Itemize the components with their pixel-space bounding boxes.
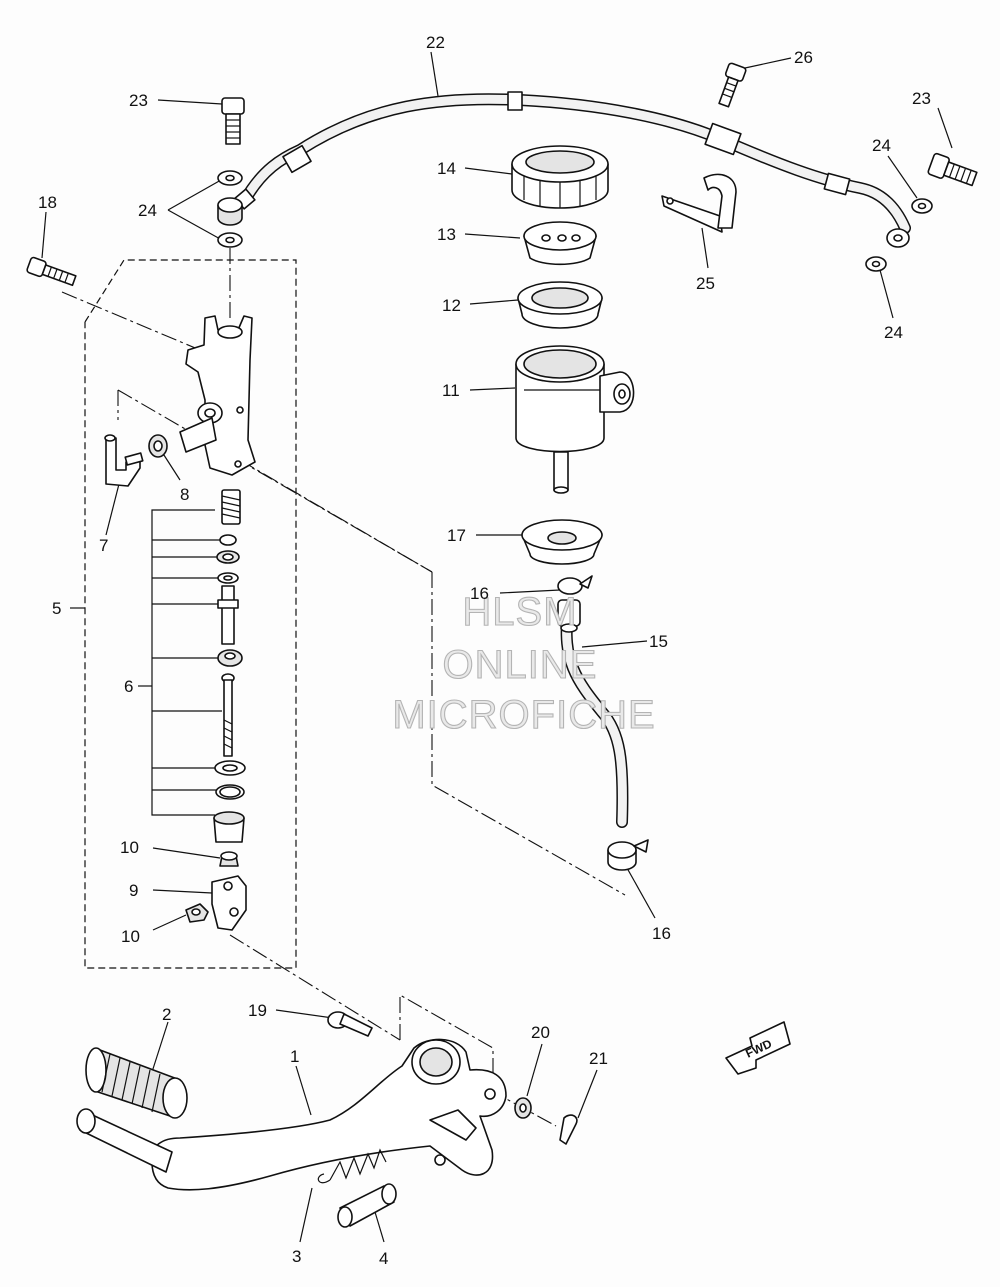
callout-10a: 10 xyxy=(120,838,139,857)
callout-24b: 24 xyxy=(872,136,891,155)
callout-labels: 1 2 3 4 5 6 7 8 9 10 10 11 12 13 14 15 1… xyxy=(38,33,931,1268)
watermark-line-3: MICROFICHE xyxy=(392,693,655,737)
callout-17: 17 xyxy=(447,526,466,545)
reservoir-tank xyxy=(515,345,635,494)
callout-25: 25 xyxy=(696,274,715,293)
callout-9: 9 xyxy=(129,881,138,900)
callout-13: 13 xyxy=(437,225,456,244)
assembly-outline xyxy=(84,259,297,969)
brake-pedal xyxy=(76,1038,507,1191)
callout-6: 6 xyxy=(124,677,133,696)
hose-clip-lower xyxy=(607,839,649,871)
callout-20: 20 xyxy=(531,1023,550,1042)
callout-23b: 23 xyxy=(912,89,931,108)
callout-23a: 23 xyxy=(129,91,148,110)
callout-7: 7 xyxy=(99,536,108,555)
callout-16a: 16 xyxy=(470,584,489,603)
watermark-line-2: ONLINE xyxy=(443,643,598,687)
callout-16b: 16 xyxy=(652,924,671,943)
callout-18: 18 xyxy=(38,193,57,212)
callout-26: 26 xyxy=(794,48,813,67)
callout-15: 15 xyxy=(649,632,668,651)
callout-3: 3 xyxy=(292,1247,301,1266)
union-bolt-left xyxy=(221,97,245,145)
callout-22: 22 xyxy=(426,33,445,52)
callout-10b: 10 xyxy=(121,927,140,946)
mounting-bolt xyxy=(26,256,77,287)
callout-5: 5 xyxy=(52,599,61,618)
hose-guide xyxy=(661,173,737,233)
cotter-pin xyxy=(559,1114,578,1145)
callout-11: 11 xyxy=(442,381,460,400)
master-cylinder-kit xyxy=(213,489,246,843)
hose-guide-bolt xyxy=(718,62,747,108)
brake-hose xyxy=(234,91,911,234)
watermark-line-1: HLSM xyxy=(462,590,577,634)
callout-1: 1 xyxy=(290,1047,299,1066)
master-cylinder-body xyxy=(179,315,256,476)
clevis xyxy=(211,875,247,931)
callout-2: 2 xyxy=(162,1005,171,1024)
forward-arrow-icon: FWD xyxy=(725,1021,791,1075)
callout-21: 21 xyxy=(589,1049,608,1068)
hose-joint xyxy=(104,434,144,487)
pedal-rubber xyxy=(85,1047,188,1119)
nut-upper xyxy=(219,851,239,867)
plain-washer xyxy=(514,1097,532,1119)
diaphragm-plate xyxy=(523,221,597,266)
pivot-collar xyxy=(337,1183,397,1228)
assembly-center-lines xyxy=(61,248,626,1127)
callout-24a: 24 xyxy=(138,201,157,220)
leader-lines xyxy=(41,51,953,1243)
callout-12: 12 xyxy=(442,296,461,315)
o-ring xyxy=(148,434,168,458)
reservoir-diaphragm xyxy=(517,281,603,329)
hose-clip-upper xyxy=(557,575,593,595)
union-bolt-right xyxy=(927,152,978,187)
callout-14: 14 xyxy=(437,159,456,178)
reservoir-cap xyxy=(511,145,609,209)
callout-24c: 24 xyxy=(884,323,903,342)
reservoir-hose xyxy=(557,599,629,828)
copper-washers xyxy=(217,170,933,272)
return-spring xyxy=(317,1148,387,1184)
kit-bracket xyxy=(138,509,222,816)
callout-8: 8 xyxy=(180,485,189,504)
nut-lower xyxy=(185,903,209,923)
callout-19: 19 xyxy=(248,1001,267,1020)
clevis-pin xyxy=(327,1011,373,1037)
callout-4: 4 xyxy=(379,1249,388,1268)
reservoir-boot xyxy=(521,519,603,565)
watermark: HLSM ONLINE MICROFICHE xyxy=(392,589,655,737)
